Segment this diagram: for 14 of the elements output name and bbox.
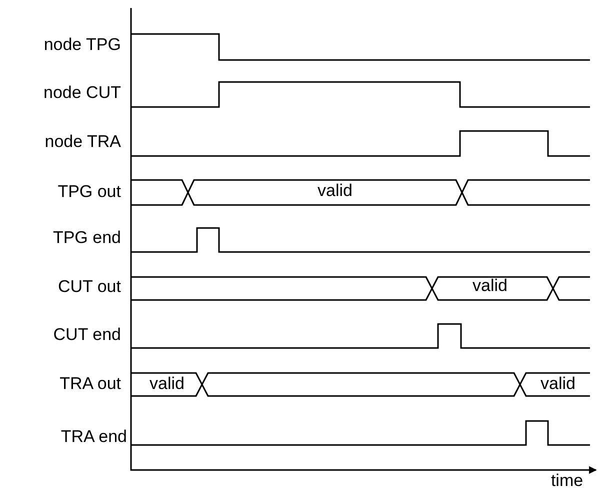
axis-label: time [550, 471, 584, 488]
signal-name: node CUT [44, 83, 121, 103]
bus-value: valid [472, 276, 508, 296]
signal-name: TRA out [60, 374, 121, 394]
bus-value: valid [540, 374, 576, 394]
bus-value: valid [150, 374, 184, 394]
signal-name: node TPG [44, 35, 121, 55]
signal-name: TRA end [60, 427, 127, 447]
signal-name: CUT out [58, 277, 121, 297]
bus-value: valid [318, 181, 352, 201]
signal-name: TPG end [52, 228, 121, 248]
signal-name: node TRA [44, 132, 121, 152]
signal-name: CUT end [53, 325, 121, 345]
signal-name: TPG out [58, 182, 121, 202]
